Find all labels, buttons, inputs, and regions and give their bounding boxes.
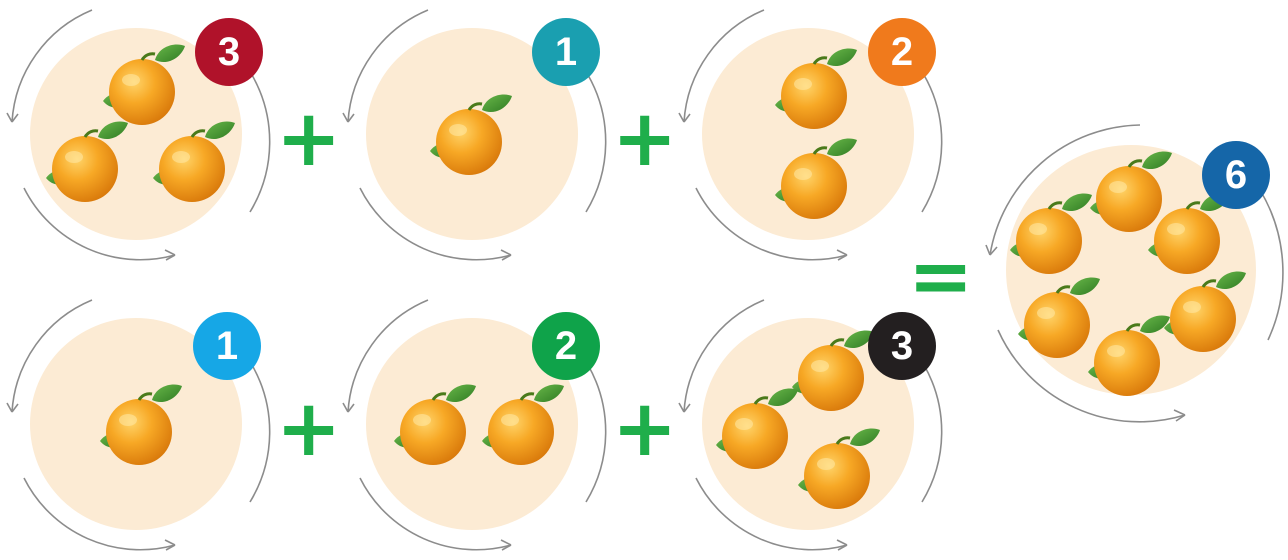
orange-group-2: 1 xyxy=(336,0,607,261)
orange-icon xyxy=(708,382,798,472)
orange-icon xyxy=(422,88,512,178)
orange-icon xyxy=(767,132,857,222)
equals-sign: = xyxy=(908,232,974,322)
orange-group-6: 3 xyxy=(672,290,943,551)
plus-sign: + xyxy=(612,384,678,474)
cycle-arrows-icon xyxy=(678,9,943,261)
plus-sign: + xyxy=(276,384,342,474)
orange-icon xyxy=(767,42,857,132)
cycle-arrows-icon xyxy=(342,299,607,551)
orange-group-5: 2 xyxy=(336,290,607,551)
orange-group-3: 2 xyxy=(672,0,943,261)
orange-group-4: 1 xyxy=(0,290,271,551)
cycle-arrows-icon xyxy=(342,9,607,261)
orange-group-result: 6 xyxy=(985,115,1284,435)
orange-icon xyxy=(145,115,235,205)
orange-icon xyxy=(1002,187,1092,277)
cycle-arrows-icon xyxy=(6,9,271,261)
count-badge: 6 xyxy=(1202,141,1270,209)
orange-icon xyxy=(474,378,564,468)
cycle-arrows-icon xyxy=(6,299,271,551)
orange-icon xyxy=(38,115,128,205)
count-badge: 3 xyxy=(195,18,263,86)
plus-sign: + xyxy=(276,94,342,184)
orange-group-1: 3 xyxy=(0,0,271,261)
orange-icon xyxy=(790,422,880,512)
count-badge: 2 xyxy=(532,312,600,380)
plus-sign: + xyxy=(612,94,678,184)
count-badge: 1 xyxy=(532,18,600,86)
count-badge: 2 xyxy=(868,18,936,86)
orange-icon xyxy=(92,378,182,468)
orange-icon xyxy=(386,378,476,468)
orange-icon xyxy=(1080,309,1170,399)
count-badge: 1 xyxy=(193,312,261,380)
count-badge: 3 xyxy=(868,312,936,380)
cycle-arrows-icon xyxy=(678,299,943,551)
cycle-arrows-icon xyxy=(985,124,1284,423)
